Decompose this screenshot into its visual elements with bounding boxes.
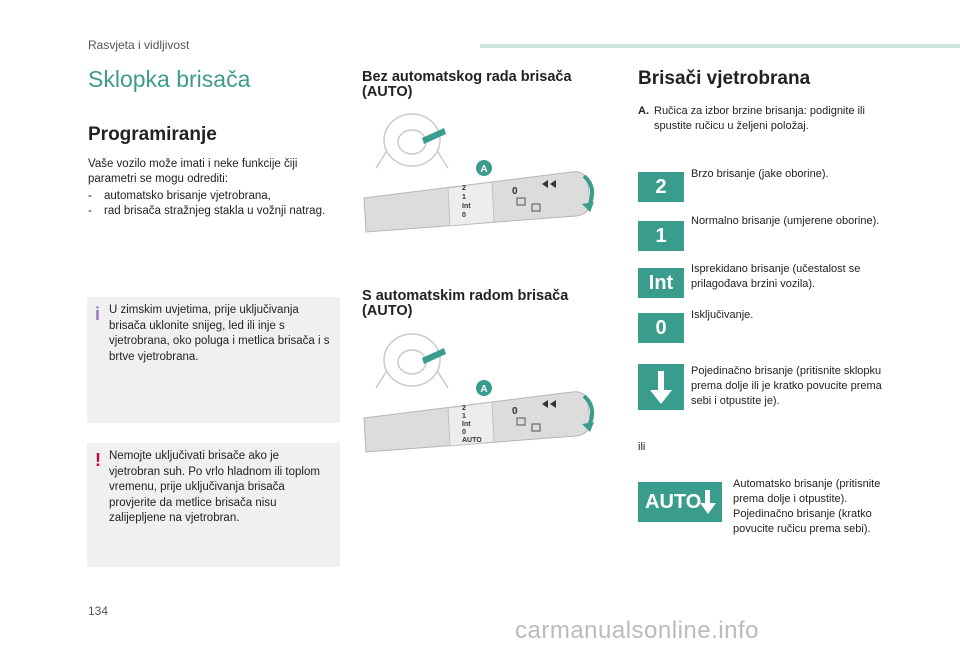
washer-icon <box>531 423 541 432</box>
stalk-label-0: 0 <box>462 212 466 219</box>
callout-a-marker <box>476 160 492 176</box>
warning-note: ! Nemojte uključivati brisače ako je vje… <box>87 443 340 567</box>
stalk-label-int: Int <box>462 421 471 428</box>
stalk-label-2: 2 <box>462 185 466 192</box>
steering-wheel-icon <box>375 333 449 389</box>
heading-without-auto: Bez automatskog rada brisača (AUTO) <box>362 69 572 100</box>
watermark: carmanualsonline.info <box>515 617 759 644</box>
auto-text-2: Pojedinačno brisanje (kratko povucite ru… <box>733 508 872 535</box>
item-a-label: A. <box>638 105 649 117</box>
rewind-icon <box>542 400 556 408</box>
position-tile-0: 0 <box>638 313 684 343</box>
position-text-2: Brzo brisanje (jake oborine). <box>691 168 829 180</box>
rewind-icon <box>542 180 556 188</box>
page-number: 134 <box>88 604 109 618</box>
stalk-highlight <box>422 128 446 144</box>
position-text-0: Isključivanje. <box>691 309 754 321</box>
position-text-int: Isprekidano brisanje (učestalost se pril… <box>691 263 861 290</box>
wiper-stalk-illustration-manual: A 2 1 Int 0 0 <box>363 113 595 233</box>
item-a-text: Ručica za izbor brzine brisanja: podigni… <box>654 105 865 132</box>
stalk-label-zero: 0 <box>512 186 518 197</box>
info-note-text: U zimskim uvjetima, prije uključivanja b… <box>109 304 330 363</box>
position-tile-2: 2 <box>638 172 684 202</box>
wiper-stalk-illustration-auto: A 2 1 Int 0 AUTO 0 <box>363 333 595 453</box>
programming-intro: Vaše vozilo može imati i neke funkcije č… <box>88 158 298 185</box>
position-text-1: Normalno brisanje (umjerene oborine). <box>691 215 880 227</box>
position-tile-single <box>638 364 684 410</box>
header-rule <box>480 44 960 48</box>
running-header: Rasvjeta i vidljivost <box>88 38 190 52</box>
stalk-highlight <box>422 348 446 364</box>
stalk-label-1: 1 <box>462 194 466 201</box>
heading-with-auto: S automatskim radom brisača (AUTO) <box>362 288 569 319</box>
callout-a-label: A <box>480 384 487 395</box>
callout-a-label: A <box>480 164 487 175</box>
warning-icon: ! <box>95 450 101 470</box>
arrow-down-icon <box>700 490 716 514</box>
stalk-label-auto: AUTO <box>462 437 482 444</box>
info-note: i U zimskim uvjetima, prije uključivanja… <box>87 297 340 423</box>
auto-description: Automatsko brisanje (pritisnite prema do… <box>733 477 903 537</box>
rear-wiper-icon <box>516 417 526 426</box>
wiper-stalk <box>363 171 591 233</box>
steering-wheel-icon <box>375 113 449 169</box>
item-a: A. Ručica za izbor brzine brisanja: podig… <box>638 104 898 134</box>
list-item: rad brisača stražnjeg stakla u vožnji na… <box>88 204 348 219</box>
or-text: ili <box>638 441 646 453</box>
programming-list: automatsko brisanje vjetrobrana, rad bri… <box>88 189 348 219</box>
stalk-label-2: 2 <box>462 405 466 412</box>
wipers-title: Brisači vjetrobrana <box>638 68 811 89</box>
washer-icon <box>531 203 541 212</box>
stalk-label-zero: 0 <box>512 406 518 417</box>
warning-note-text: Nemojte uključivati brisače ako je vjetr… <box>109 450 320 524</box>
stalk-label-0: 0 <box>462 429 466 436</box>
position-tile-1: 1 <box>638 221 684 251</box>
wiper-stalk <box>363 391 591 453</box>
programming-heading: Programiranje <box>88 124 217 145</box>
list-item: automatsko brisanje vjetrobrana, <box>88 189 348 204</box>
stalk-label-1: 1 <box>462 413 466 420</box>
auto-text-1: Automatsko brisanje (pritisnite prema do… <box>733 478 881 505</box>
callout-a-marker <box>476 380 492 396</box>
position-text-single: Pojedinačno brisanje (pritisnite sklopku… <box>691 365 882 407</box>
stalk-label-int: Int <box>462 203 471 210</box>
info-icon: i <box>95 304 101 324</box>
position-tile-int: Int <box>638 268 684 298</box>
rear-wiper-icon <box>516 197 526 206</box>
arrow-down-icon <box>650 371 672 404</box>
section-title: Sklopka brisača <box>88 66 251 92</box>
auto-tile-label: AUTO <box>645 491 702 513</box>
auto-tile: AUTO <box>638 482 722 522</box>
